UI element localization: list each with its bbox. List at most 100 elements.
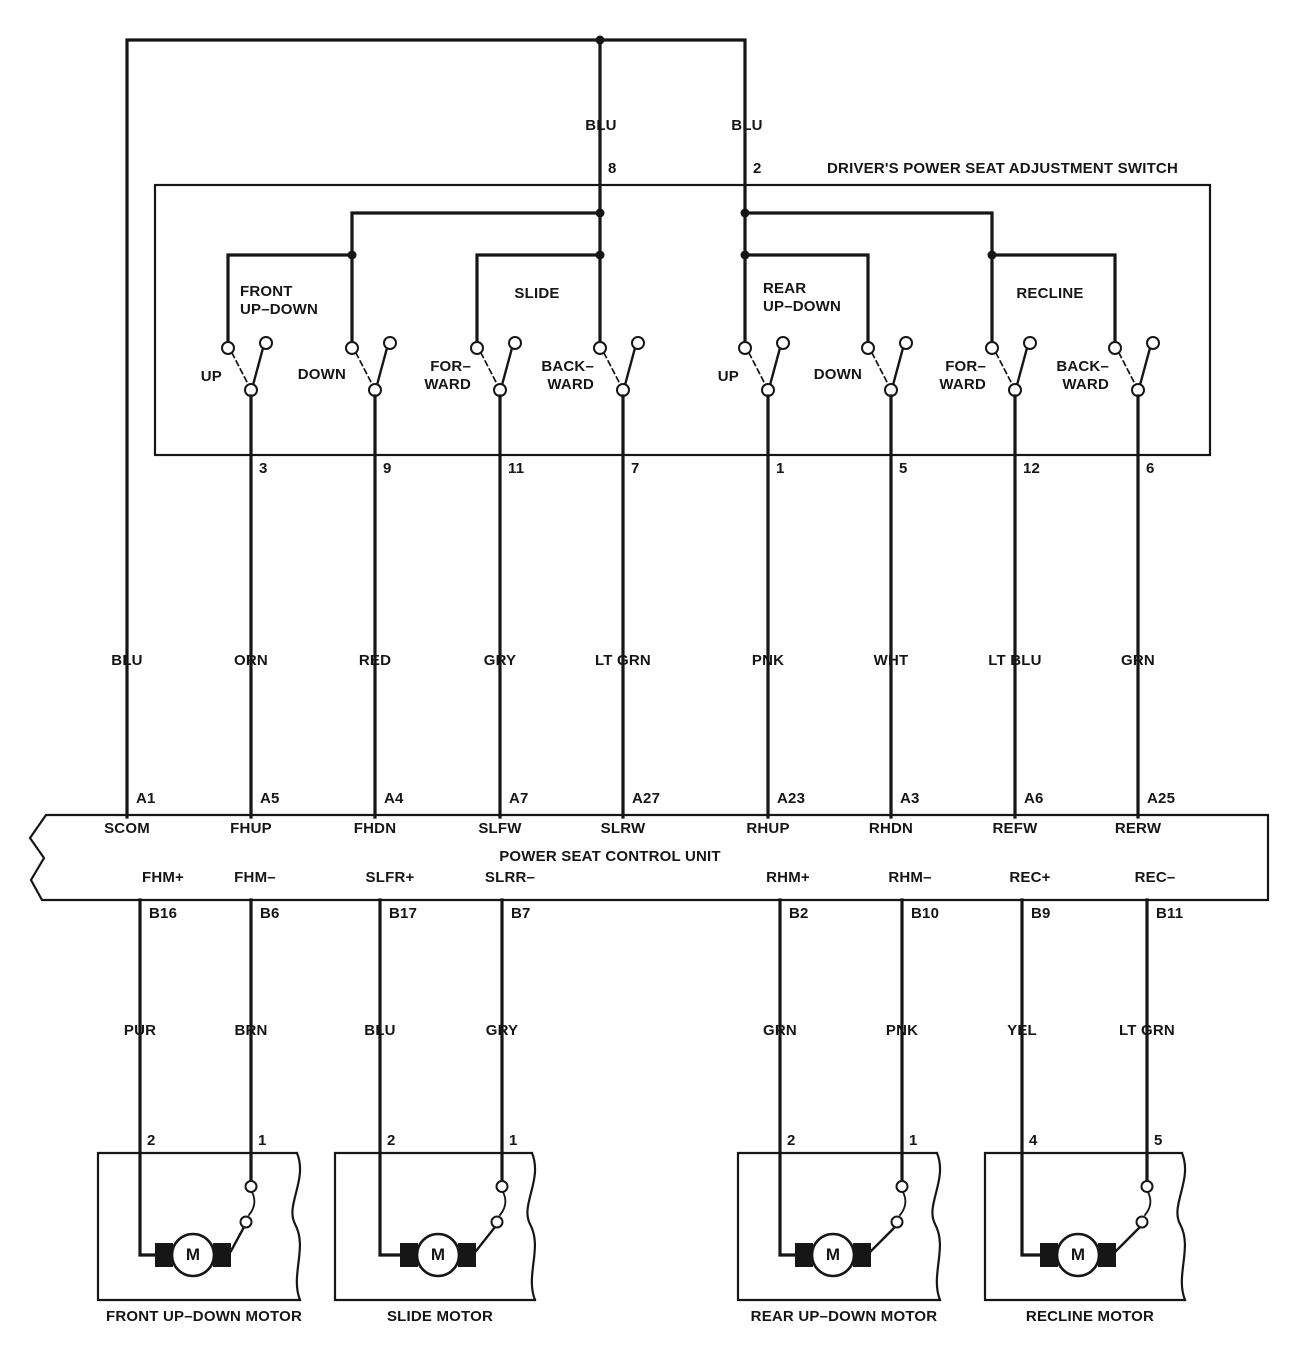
supply-wires — [125, 38, 747, 819]
switch-backward-slide — [593, 336, 645, 397]
switch-label: BACK– — [1056, 358, 1109, 375]
wire-color: BLU — [364, 1022, 396, 1039]
connector-pin: A23 — [777, 790, 806, 807]
group-rear-line1: REAR — [763, 280, 807, 297]
switch-down-front — [345, 336, 397, 397]
wire-color: LT GRN — [595, 652, 651, 669]
connector-pin: A25 — [1147, 790, 1176, 807]
wire-color: GRN — [1121, 652, 1155, 669]
motor-pin: 2 — [387, 1132, 396, 1149]
connector-pin: A7 — [509, 790, 529, 807]
switch-label: UP — [200, 368, 222, 385]
motor-caption: REAR UP–DOWN MOTOR — [750, 1308, 938, 1325]
supply-pin-right: 2 — [753, 160, 762, 177]
switch-pin: 5 — [899, 460, 908, 477]
unit-terminal: REFW — [992, 820, 1038, 837]
control-unit-title: POWER SEAT CONTROL UNIT — [499, 848, 721, 865]
diagram-title: DRIVER'S POWER SEAT ADJUSTMENT SWITCH — [827, 160, 1178, 177]
motor-caption: FRONT UP–DOWN MOTOR — [105, 1308, 303, 1325]
connector-pin: A4 — [384, 790, 404, 807]
motor-caption: SLIDE MOTOR — [386, 1308, 494, 1325]
switch-label: DOWN — [297, 366, 346, 383]
wire-color: BLU — [111, 652, 143, 669]
supply-wire-color-left: BLU — [585, 117, 617, 134]
switch-pin: 9 — [383, 460, 392, 477]
group-front-line1: FRONT — [240, 283, 293, 300]
control-unit-border — [28, 813, 1270, 902]
switch-up-front — [221, 336, 273, 397]
unit-terminal: SLFR+ — [365, 869, 415, 886]
motor-pin: 4 — [1029, 1132, 1038, 1149]
connector-pin: A6 — [1024, 790, 1044, 807]
switch-forward-slide — [470, 336, 522, 397]
switch-box-border — [153, 183, 1212, 457]
motor-pin: 5 — [1154, 1132, 1163, 1149]
motor-m-label: M — [825, 1245, 841, 1264]
unit-terminal: RERW — [1114, 820, 1162, 837]
unit-terminal: FHM– — [234, 869, 276, 886]
wire-color: GRY — [485, 1022, 519, 1039]
motor-m-label: M — [185, 1245, 201, 1264]
switch-label: FOR– — [430, 358, 471, 375]
motor-breakers — [229, 1180, 1154, 1253]
switch-label: DOWN — [813, 366, 862, 383]
connector-pin: B7 — [511, 905, 531, 922]
unit-terminal: SCOM — [104, 820, 150, 837]
motor-pin: 1 — [509, 1132, 518, 1149]
unit-terminal: RHDN — [868, 820, 914, 837]
switch-forward-recline — [985, 336, 1037, 397]
motor-wires — [138, 898, 1149, 1257]
motor-m-label: M — [430, 1245, 446, 1264]
wire-color: LT GRN — [1119, 1022, 1175, 1039]
group-recline: RECLINE — [1016, 285, 1084, 302]
wire-color: RED — [358, 652, 392, 669]
connector-pin: B9 — [1031, 905, 1051, 922]
junction-dot — [595, 35, 605, 45]
connector-pin: B10 — [911, 905, 940, 922]
switch-output-wires — [249, 394, 1140, 819]
front-up-down-motor-symbol — [155, 1232, 231, 1278]
connector-pin: B6 — [260, 905, 280, 922]
switch-feed-wires — [226, 211, 1117, 344]
motor-pin: 2 — [147, 1132, 156, 1149]
connector-pin: B2 — [789, 905, 809, 922]
motor-symbols — [155, 1232, 1116, 1278]
unit-terminal: SLFW — [478, 820, 522, 837]
switch-backward-recline — [1108, 336, 1160, 397]
switch-label: WARD — [547, 376, 594, 393]
connector-pin: B11 — [1156, 905, 1184, 922]
wire-color: LT BLU — [988, 652, 1042, 669]
motor-boxes — [96, 1151, 1187, 1302]
junction-dots — [347, 208, 997, 260]
supply-pin-left: 8 — [608, 160, 617, 177]
switch-label: WARD — [939, 376, 986, 393]
unit-terminal: SLRR– — [484, 869, 536, 886]
group-rear-line2: UP–DOWN — [763, 298, 842, 315]
slide-motor-symbol — [400, 1232, 476, 1278]
wire-color: GRY — [483, 652, 517, 669]
unit-terminal: RHM– — [888, 869, 932, 886]
motor-m-label: M — [1070, 1245, 1086, 1264]
connector-pin: B16 — [149, 905, 178, 922]
unit-terminal: FHM+ — [141, 869, 185, 886]
switch-label: WARD — [1062, 376, 1109, 393]
connector-pin: A5 — [260, 790, 280, 807]
unit-terminal: RHM+ — [766, 869, 810, 886]
connector-pin: B17 — [389, 905, 418, 922]
supply-wire-color-right: BLU — [731, 117, 763, 134]
switch-pin: 11 — [508, 460, 525, 477]
unit-terminal: REC– — [1134, 869, 1176, 886]
wire-color: GRN — [763, 1022, 797, 1039]
connector-pin: A1 — [136, 790, 156, 807]
switch-pin: 1 — [776, 460, 785, 477]
unit-terminal: RHUP — [746, 820, 790, 837]
connector-pin: A27 — [632, 790, 661, 807]
wire-color: YEL — [1007, 1022, 1037, 1039]
wire-color: PNK — [885, 1022, 919, 1039]
unit-terminal: REC+ — [1009, 869, 1051, 886]
switch-up-rear — [738, 336, 790, 397]
switch-label: BACK– — [541, 358, 594, 375]
switch-symbols — [221, 336, 1160, 397]
